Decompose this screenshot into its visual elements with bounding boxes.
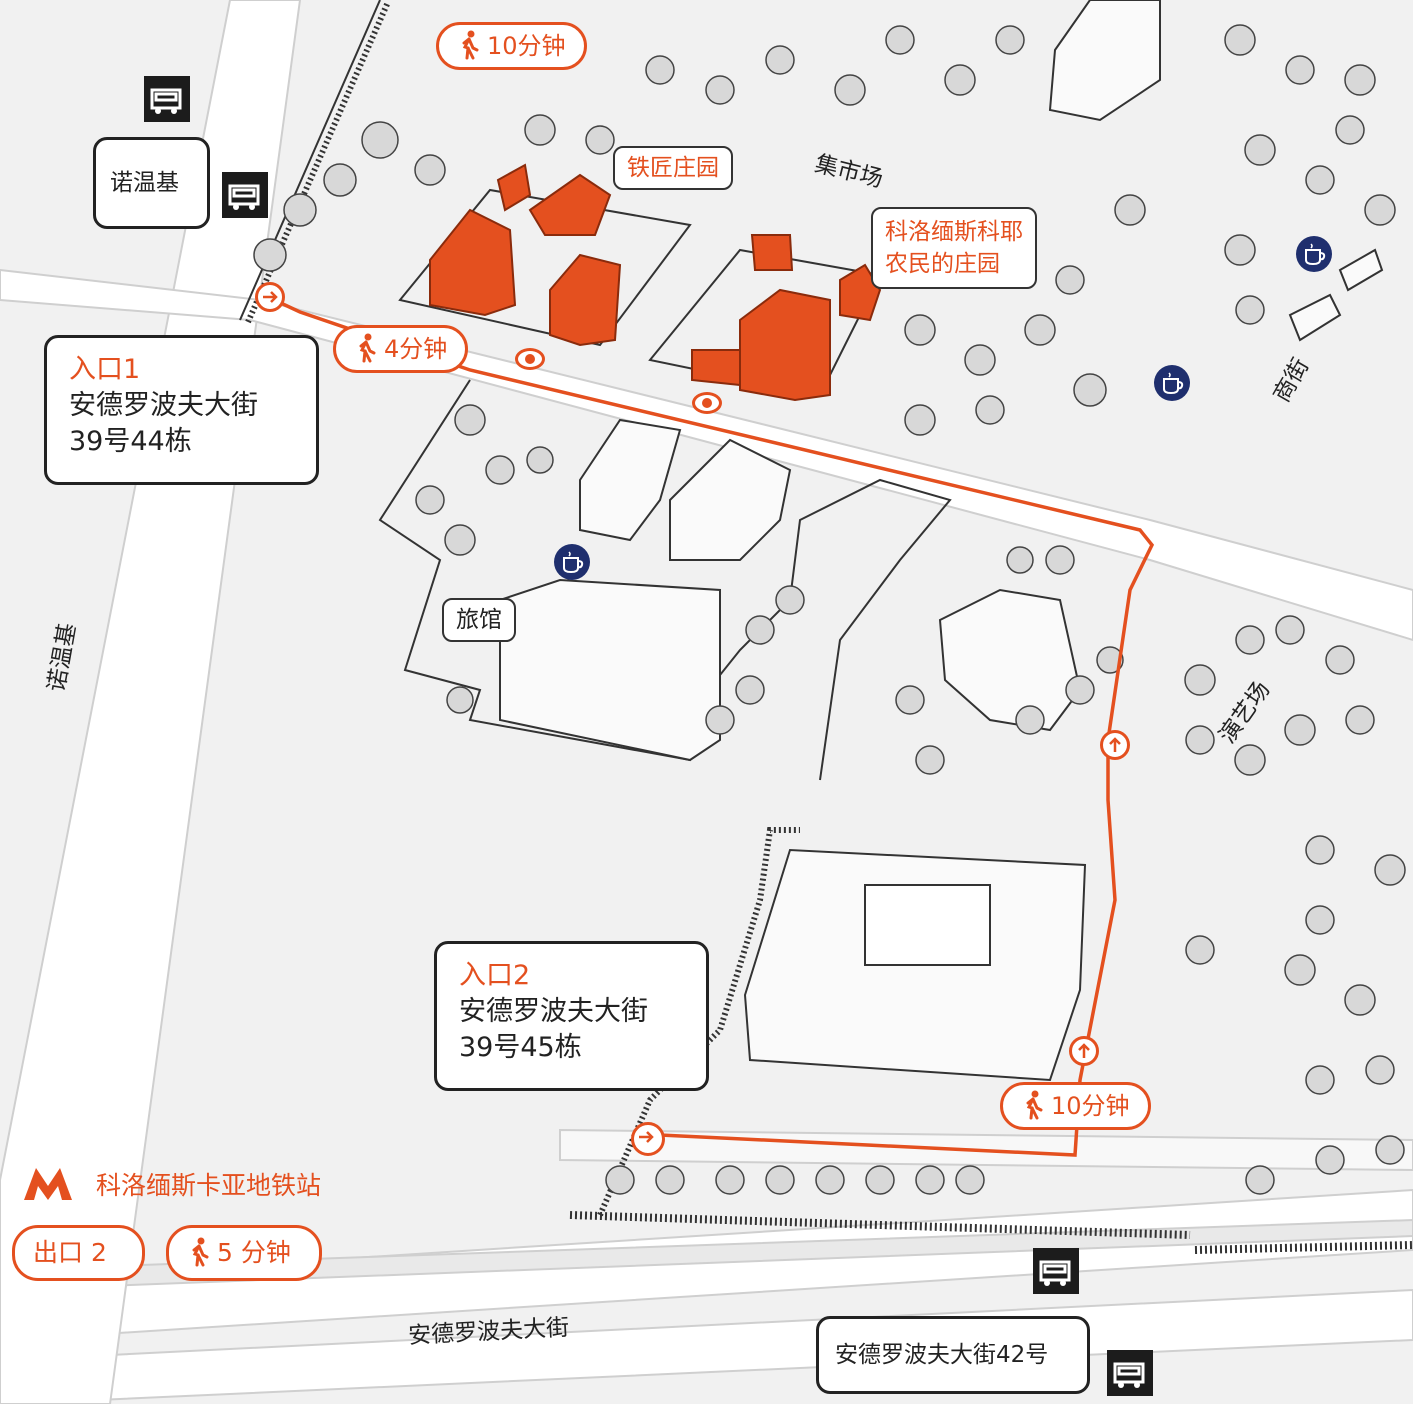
metro-walk-pill: 5 分钟 [166,1225,322,1281]
bus-stop-icon [1107,1350,1153,1396]
farmstead-line-2: 农民的庄园 [885,251,1000,277]
hotel-label: 旅馆 [442,598,516,642]
cafe-icon [554,544,590,580]
trees [253,24,1406,1195]
cafe-icon [1154,365,1190,401]
route-up-arrow-icon [1100,730,1130,760]
entrance2-arrow-icon [631,1122,665,1156]
walk-icon [462,30,479,60]
metro-exit-pill: 出口 2 [12,1225,145,1281]
kolomenskoye-farmstead-label: 科洛缅斯科耶 农民的庄园 [871,207,1037,289]
walk-icon [192,1237,209,1267]
walk-time-route-b: 10分钟 [1051,1092,1130,1120]
orange-buildings [429,163,882,402]
walk-icon [1026,1090,1043,1120]
farmstead-line-1: 科洛缅斯科耶 [885,219,1023,245]
bus-stop-icon [1033,1248,1079,1294]
entrance2-street: 安德罗波夫大街 [459,996,648,1027]
bus-stop-icon [222,172,268,218]
route-up-arrow-icon [1069,1036,1099,1066]
metro-logo-icon [24,1168,72,1200]
walk-time-top: 10分钟 [487,32,566,60]
walk-icon [359,333,376,363]
metro-station-name: 科洛缅斯卡亚地铁站 [96,1171,322,1200]
entrance1-title: 入口1 [69,354,141,385]
entrance1-callout: 入口1 安德罗波夫大街 39号44栋 [44,335,319,485]
blacksmith-estate-label: 铁匠庄园 [613,146,733,190]
walk-time-top-pill: 10分钟 [436,22,587,70]
entrance1-building: 39号44栋 [69,426,192,457]
entrance2-callout: 入口2 安德罗波夫大街 39号45栋 [434,941,709,1091]
gray-buildings [499,0,1384,1082]
bus-stop-icon [144,76,190,122]
walk-time-route-a: 4分钟 [384,335,448,363]
route-point-marker [515,348,545,370]
nozhenka-callout: 诺温基 [93,137,210,229]
entrance1-street: 安德罗波夫大街 [69,390,258,421]
walk-time-route-b-pill: 10分钟 [1000,1082,1151,1130]
metro-walk-time: 5 分钟 [217,1238,291,1267]
entrance1-arrow-icon [255,282,285,312]
route-point-marker [692,392,722,414]
walk-time-route-a-pill: 4分钟 [333,325,469,373]
entrance2-building: 39号45栋 [459,1032,582,1063]
cafe-icon [1296,236,1332,272]
andropov42-callout: 安德罗波夫大街42号 [816,1316,1090,1394]
entrance2-title: 入口2 [459,960,531,991]
